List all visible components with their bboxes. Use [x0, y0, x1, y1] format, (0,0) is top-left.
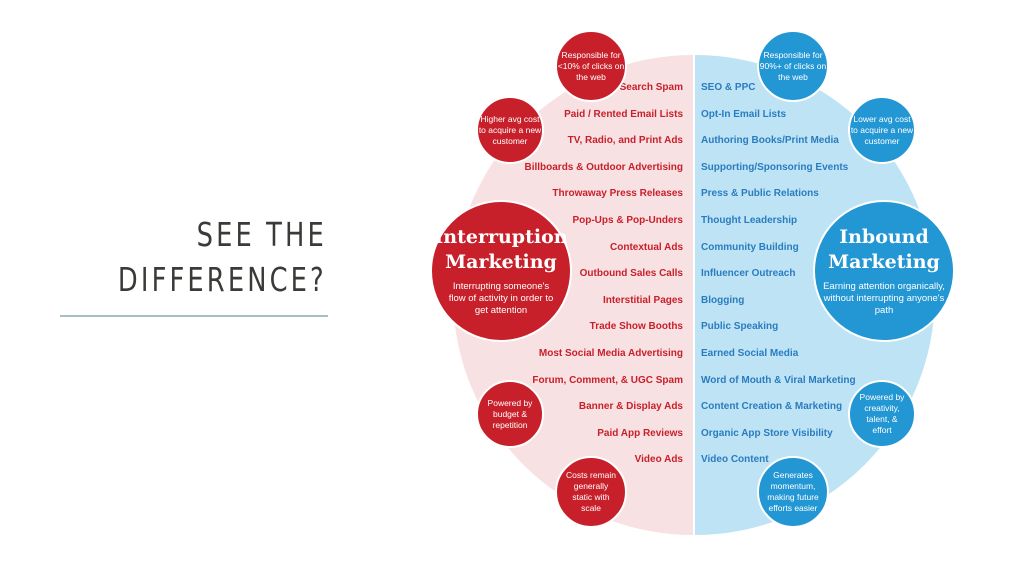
interruption-list-item: Pop-Ups & Pop-Unders — [572, 215, 683, 226]
inbound-marketing-circle: Inbound Marketing Earning attention orga… — [813, 200, 955, 342]
inbound-list-item: Public Speaking — [701, 321, 779, 333]
inbound-list-item: SEO & PPC — [701, 82, 756, 93]
interruption-list-item: Paid App Reviews — [597, 427, 683, 439]
inbound-note-powered: Powered by creativity, talent, & effort — [848, 380, 916, 448]
inbound-list-item: Blogging — [701, 294, 745, 306]
inbound-description: Earning attention organically, without i… — [823, 281, 945, 316]
interruption-list-item: Search Spam — [619, 82, 683, 93]
inbound-note-cost: Lower avg cost to acquire a new customer — [848, 96, 916, 164]
interruption-list-item: Video Ads — [634, 454, 683, 466]
slide-title-line2: DIFFERENCE? — [118, 260, 327, 299]
interruption-title-2: Marketing — [445, 251, 557, 273]
inbound-list-item: Community Building — [701, 241, 799, 253]
interruption-description: Interrupting someone's flow of activity … — [448, 281, 554, 316]
interruption-note-cost: Higher avg cost to acquire a new custome… — [476, 96, 544, 164]
interruption-marketing-circle: Interruption Marketing Interrupting some… — [430, 200, 572, 342]
interruption-note-static-costs: Costs remain generally static with scale — [555, 456, 627, 528]
interruption-note-clicks: Responsible for <10% of clicks on the we… — [555, 30, 627, 102]
inbound-list-item: Press & Public Relations — [701, 188, 819, 200]
interruption-list-item: Paid / Rented Email Lists — [564, 108, 683, 120]
interruption-list-item: Contextual Ads — [610, 241, 683, 253]
interruption-note-powered: Powered by budget & repetition — [476, 380, 544, 448]
inbound-list-item: Word of Mouth & Viral Marketing — [701, 374, 856, 386]
interruption-list-item: Most Social Media Advertising — [538, 348, 683, 359]
inbound-title-2: Marketing — [828, 251, 940, 273]
interruption-list-item: Trade Show Booths — [589, 321, 683, 333]
interruption-title-1: Interruption — [434, 226, 568, 248]
inbound-list-item: Supporting/Sponsoring Events — [701, 161, 849, 173]
interruption-list-item: Billboards & Outdoor Advertising — [524, 161, 683, 173]
interruption-list-item: Throwaway Press Releases — [552, 188, 683, 200]
slide-title-line1: SEE THE — [196, 215, 327, 254]
interruption-list-item: Banner & Display Ads — [578, 401, 683, 413]
marketing-comparison-infographic: Video Content Organic App Store Visibilit… — [430, 28, 960, 535]
inbound-list-item: Content Creation & Marketing — [701, 401, 843, 413]
inbound-list-item: Thought Leadership — [701, 215, 798, 226]
inbound-list-item: Earned Social Media — [701, 348, 799, 359]
inbound-note-momentum: Generates momentum, making future effort… — [757, 456, 829, 528]
interruption-list-item: Interstitial Pages — [602, 294, 683, 306]
inbound-list-item: Authoring Books/Print Media — [701, 135, 839, 147]
interruption-list-item: Outbound Sales Calls — [579, 268, 683, 280]
inbound-list-item: Opt-In Email Lists — [701, 108, 787, 120]
title-divider — [60, 315, 328, 317]
inbound-list-item: Influencer Outreach — [701, 268, 796, 280]
interruption-list-item: Forum, Comment, & UGC Spam — [532, 374, 683, 386]
interruption-list-item: TV, Radio, and Print Ads — [567, 135, 683, 147]
inbound-title-1: Inbound — [839, 226, 929, 248]
inbound-note-clicks: Responsible for 90%+ of clicks on the we… — [757, 30, 829, 102]
inbound-list-item: Video Content — [701, 454, 769, 466]
inbound-list-item: Organic App Store Visibility — [701, 427, 833, 439]
slide-title: SEE THE DIFFERENCE? — [118, 212, 327, 302]
